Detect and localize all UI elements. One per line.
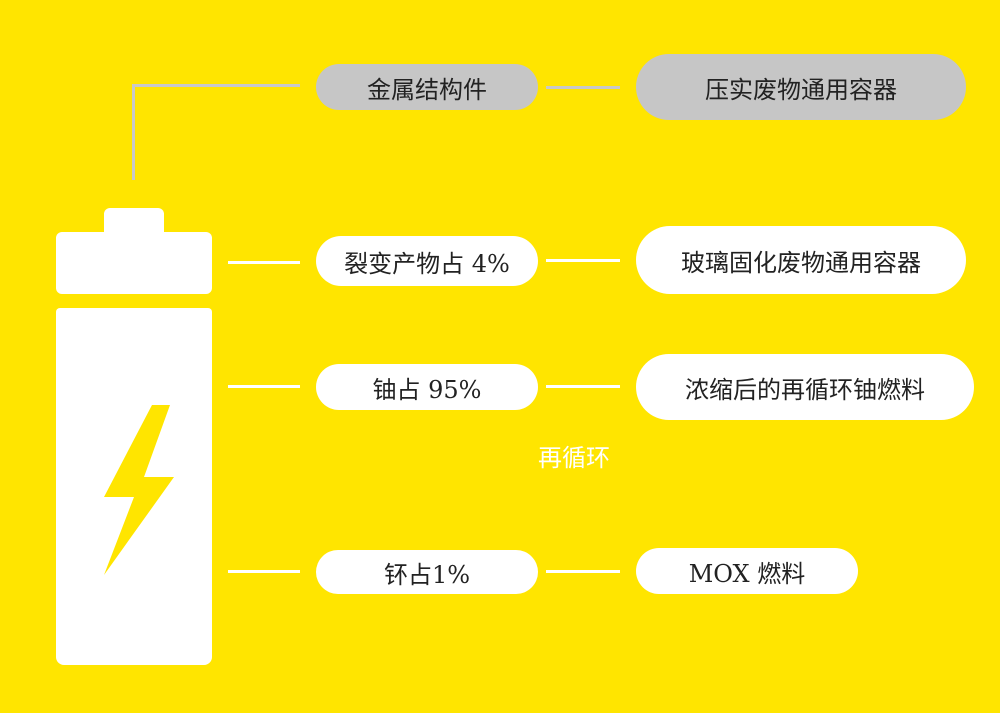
lightning-bolt-icon bbox=[104, 405, 174, 575]
connector-metal-vertical bbox=[132, 86, 135, 180]
connector-uranium-right bbox=[546, 385, 620, 388]
battery-top-segment bbox=[56, 232, 212, 294]
connector-metal-to-destination bbox=[546, 86, 620, 89]
connector-plutonium-right bbox=[546, 570, 620, 573]
connector-fission-right bbox=[546, 259, 620, 262]
destination-vitrified-waste-container: 玻璃固化废物通用容器 bbox=[636, 226, 966, 294]
recycle-label: 再循环 bbox=[538, 444, 610, 472]
component-fission-products: 裂变产物占 4% bbox=[316, 236, 538, 286]
component-uranium: 铀占 95% bbox=[316, 364, 538, 410]
component-plutonium: 钚占1% bbox=[316, 550, 538, 594]
component-metal-structure: 金属结构件 bbox=[316, 64, 538, 110]
connector-plutonium-left bbox=[228, 570, 300, 573]
destination-mox-fuel: MOX 燃料 bbox=[636, 548, 858, 594]
destination-recycled-uranium-fuel: 浓缩后的再循环铀燃料 bbox=[636, 354, 974, 420]
connector-fission-left bbox=[228, 261, 300, 264]
destination-compacted-waste-container: 压实废物通用容器 bbox=[636, 54, 966, 120]
connector-uranium-left bbox=[228, 385, 300, 388]
connector-metal-horizontal bbox=[132, 84, 300, 87]
